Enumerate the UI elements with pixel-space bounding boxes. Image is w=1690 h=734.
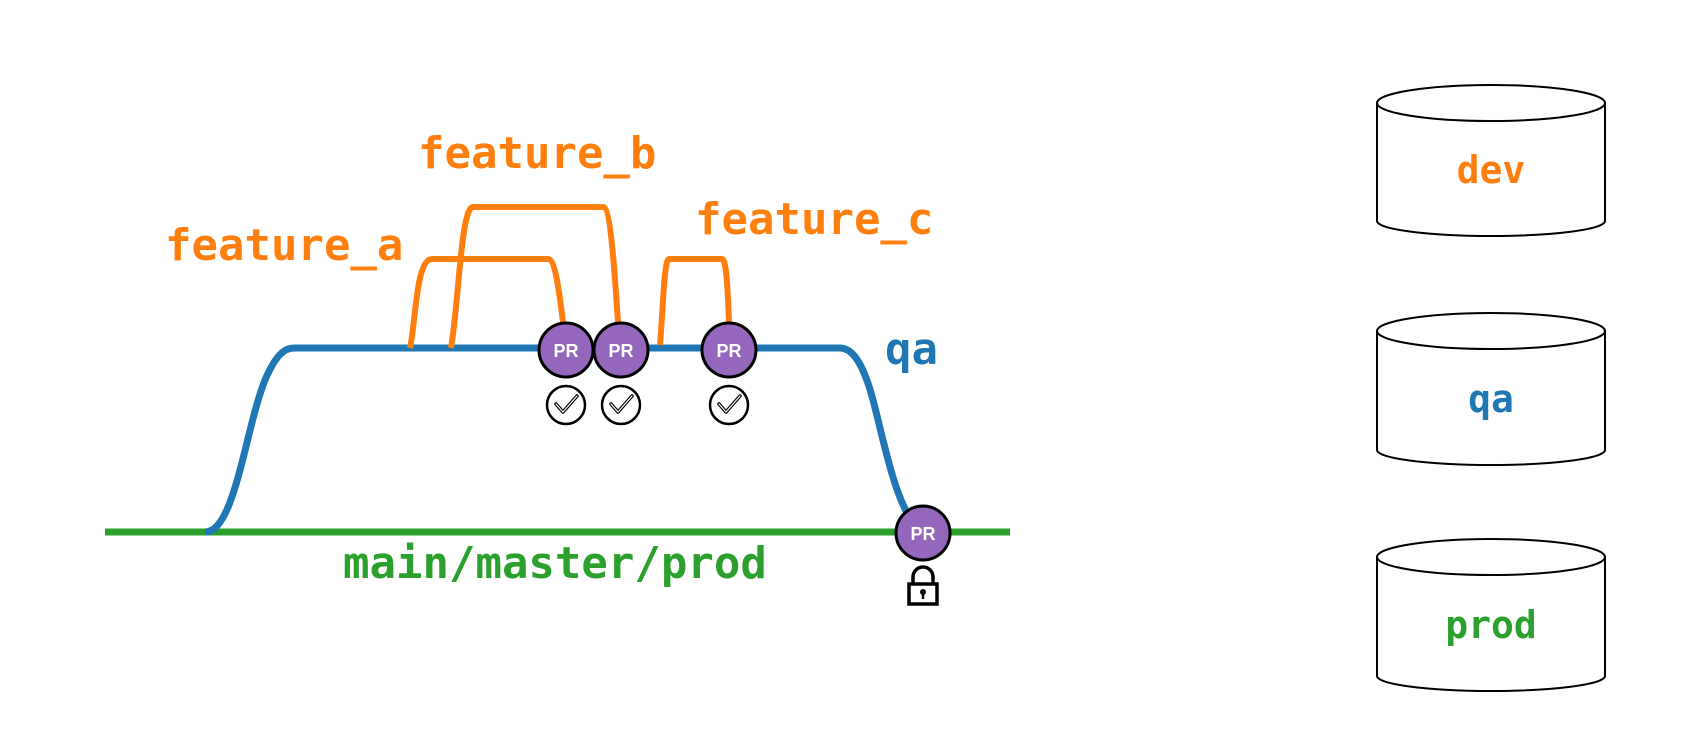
feature-b-label: feature_b — [418, 128, 656, 179]
check-circle-icon — [545, 384, 587, 426]
environment-label-qa: qa — [1468, 377, 1514, 421]
pr-label: PR — [608, 341, 633, 361]
qa-branch-label: qa — [885, 324, 938, 375]
pr-label: PR — [910, 524, 935, 544]
pr-node-feature-a: PR — [537, 321, 595, 379]
main-branch-label: main/master/prod — [343, 538, 767, 589]
lock-icon — [907, 565, 939, 606]
feature-a-branch-line — [407, 256, 566, 349]
pr-node-feature-c: PR — [700, 321, 758, 379]
environment-label-prod: prod — [1445, 603, 1537, 647]
environment-label-dev: dev — [1457, 148, 1526, 192]
feature-c-branch-line — [657, 256, 732, 346]
feature-b-branch-line — [448, 204, 621, 349]
environment-database-qa: qa — [1376, 312, 1606, 466]
pr-label: PR — [716, 341, 741, 361]
feature-c-label: feature_c — [695, 194, 933, 245]
check-circle-icon — [708, 384, 750, 426]
environment-database-prod: prod — [1376, 538, 1606, 692]
pr-node-feature-b: PR — [592, 321, 650, 379]
check-circle-icon — [600, 384, 642, 426]
pr-label: PR — [553, 341, 578, 361]
feature-a-label: feature_a — [165, 220, 403, 271]
environment-database-dev: dev — [1376, 84, 1606, 237]
pr-node-qa-to-main: PR — [894, 504, 952, 562]
